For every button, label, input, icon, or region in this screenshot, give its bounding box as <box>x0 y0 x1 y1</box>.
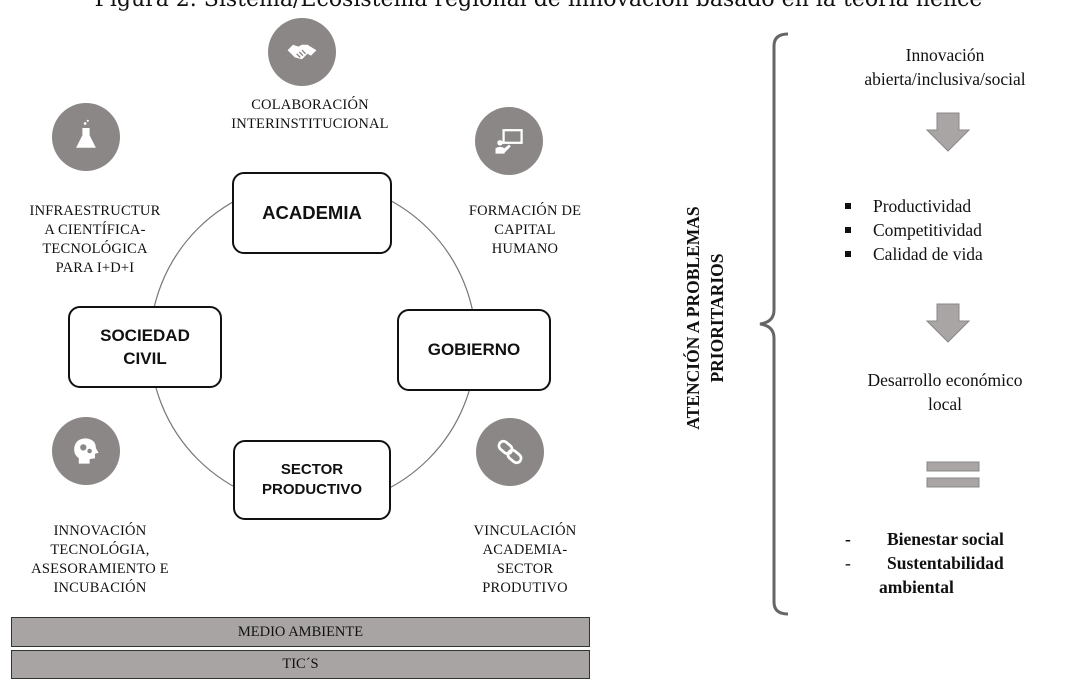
bar-medio-ambiente: MEDIO AMBIENTE <box>11 617 590 647</box>
head-gears-icon <box>52 417 120 485</box>
actor-gobierno: GOBIERNO <box>397 309 551 391</box>
presentation-icon <box>475 107 543 175</box>
down-arrow-icon <box>926 303 970 343</box>
list-item: Competitividad <box>845 218 1065 242</box>
bar-tics: TIC´S <box>11 650 590 679</box>
impact-list: Productividad Competitividad Calidad de … <box>845 194 1065 266</box>
flask-icon <box>52 103 120 171</box>
down-arrow-icon <box>926 112 970 152</box>
list-item: Calidad de vida <box>845 242 1065 266</box>
list-item: -Sustentabilidad <box>845 553 1004 573</box>
list-item: ambiental <box>879 577 954 597</box>
handshake-icon <box>268 18 336 86</box>
curly-brace <box>759 32 789 616</box>
figure-title: Figura 2. Sistema/Ecosistema regional de… <box>0 0 1077 12</box>
actor-academia: ACADEMIA <box>232 172 392 254</box>
list-item: -Bienestar social <box>845 529 1004 549</box>
link-icon <box>476 418 544 486</box>
equals-icon <box>926 461 980 488</box>
results-list: -Bienestar social -Sustentabilidad ambie… <box>845 527 1065 599</box>
list-item: Productividad <box>845 194 1065 218</box>
